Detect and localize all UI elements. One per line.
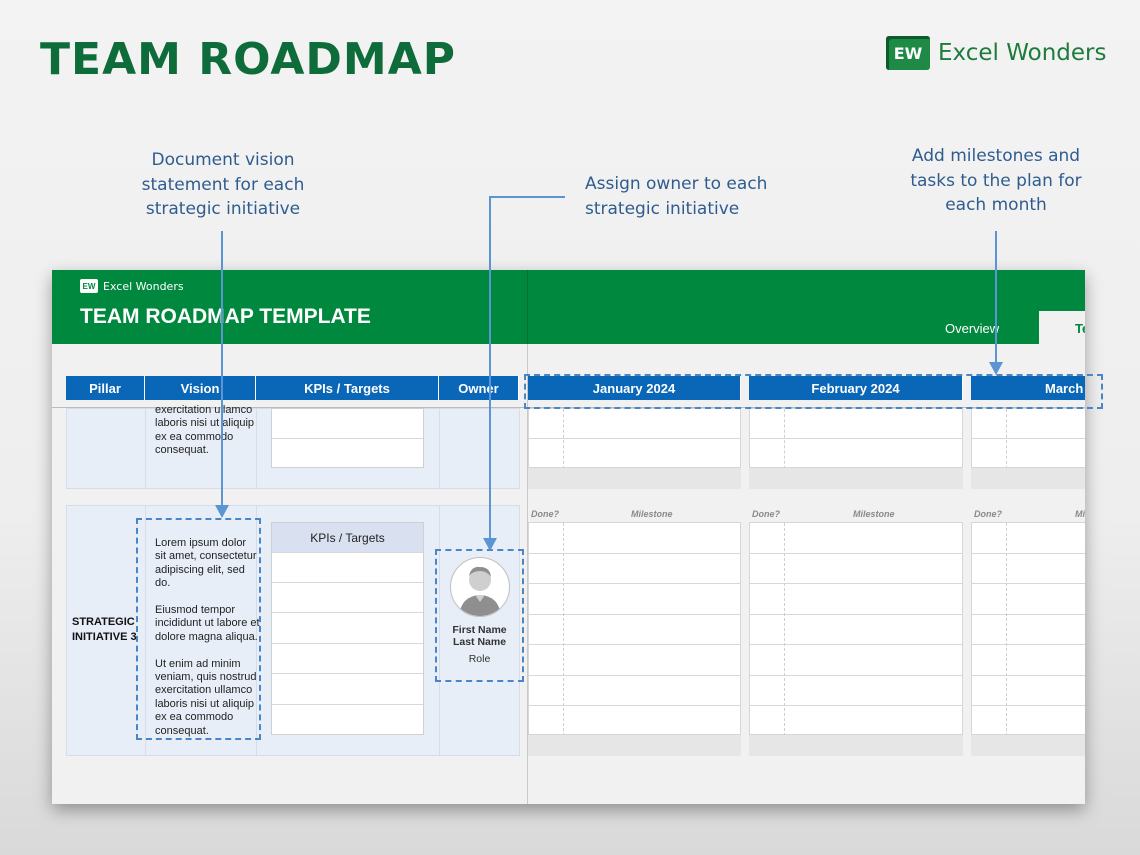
callout-owner: Assign owner to each strategic initiativ… <box>585 174 768 219</box>
vision-highlight-box <box>136 518 261 740</box>
feb-done-label: Done? <box>752 509 780 519</box>
initiative-3-kpi-box[interactable]: KPIs / Targets <box>271 522 424 735</box>
spreadsheet-preview: EW Excel Wonders TEAM ROADMAP TEMPLATE O… <box>52 270 1085 804</box>
column-header-pillar: Pillar <box>66 376 145 400</box>
excel-wonders-mini-logo-icon: EW <box>80 279 98 293</box>
owner-highlight-box <box>435 549 524 682</box>
milestones-arrow-head-icon <box>989 362 1003 375</box>
column-header-march: March <box>971 376 1085 400</box>
column-header-kpis: KPIs / Targets <box>256 376 439 400</box>
avatar-icon <box>449 557 510 617</box>
owner-arrow-head-icon <box>483 538 497 551</box>
page-title: TEAM ROADMAP <box>40 34 456 85</box>
march-milestones-grid[interactable] <box>971 522 1085 736</box>
feb-milestone-label: Milestone <box>853 509 895 519</box>
previous-kpi-box[interactable] <box>271 408 424 468</box>
owner-role: Role <box>468 653 491 665</box>
jan-done-label: Done? <box>531 509 559 519</box>
callout-vision: Document vision statement for each strat… <box>141 150 305 219</box>
mar-done-label: Done? <box>974 509 1002 519</box>
column-header-february: February 2024 <box>749 376 963 400</box>
column-header-vision: Vision <box>145 376 256 400</box>
brand-name: Excel Wonders <box>938 40 1107 66</box>
vision-arrow-head-icon <box>215 505 229 518</box>
tab-overview[interactable]: Overview <box>945 321 1000 336</box>
excel-wonders-logo-icon: EW <box>886 36 930 70</box>
owner-name: First Name Last Name <box>452 624 507 648</box>
owner-arrow-top-line <box>489 196 565 198</box>
callout-milestones: Add milestones and tasks to the plan for… <box>910 146 1082 215</box>
prev-february-grid[interactable] <box>749 408 963 469</box>
prev-march-grid[interactable] <box>971 408 1085 469</box>
brand: EW Excel Wonders <box>886 36 1106 70</box>
owner-arrow-line <box>489 196 491 542</box>
column-header-january: January 2024 <box>528 376 741 400</box>
mar-milestone-label: Mi <box>1075 509 1085 519</box>
tab-team-roadmap[interactable]: Te <box>1039 311 1085 344</box>
february-milestones-grid[interactable] <box>749 522 963 736</box>
sheet-title: TEAM ROADMAP TEMPLATE <box>80 305 371 328</box>
previous-vision-text: exercitation ullamco laboris nisi ut ali… <box>155 404 255 457</box>
frozen-pane-divider <box>527 270 528 804</box>
vision-arrow-line <box>221 231 223 509</box>
column-header-owner: Owner <box>439 376 519 400</box>
sheet-header-bar <box>52 270 1085 344</box>
owner-card[interactable]: First Name Last Name Role <box>442 557 517 665</box>
kpi-subheader: KPIs / Targets <box>272 523 423 552</box>
jan-milestone-label: Milestone <box>631 509 673 519</box>
sheet-brand-name: Excel Wonders <box>103 279 184 293</box>
prev-january-grid[interactable] <box>528 408 741 469</box>
months-highlight-box <box>524 374 1103 409</box>
january-milestones-grid[interactable] <box>528 522 741 736</box>
header-divider <box>527 270 528 344</box>
sheet-brand: EW Excel Wonders <box>80 279 184 293</box>
initiative-3-pillar: STRATEGIC INITIATIVE 3 <box>72 616 137 643</box>
initiative-3-vision-text[interactable]: Lorem ipsum dolor sit amet, consectetur … <box>155 537 260 737</box>
milestones-arrow-line <box>995 231 997 365</box>
